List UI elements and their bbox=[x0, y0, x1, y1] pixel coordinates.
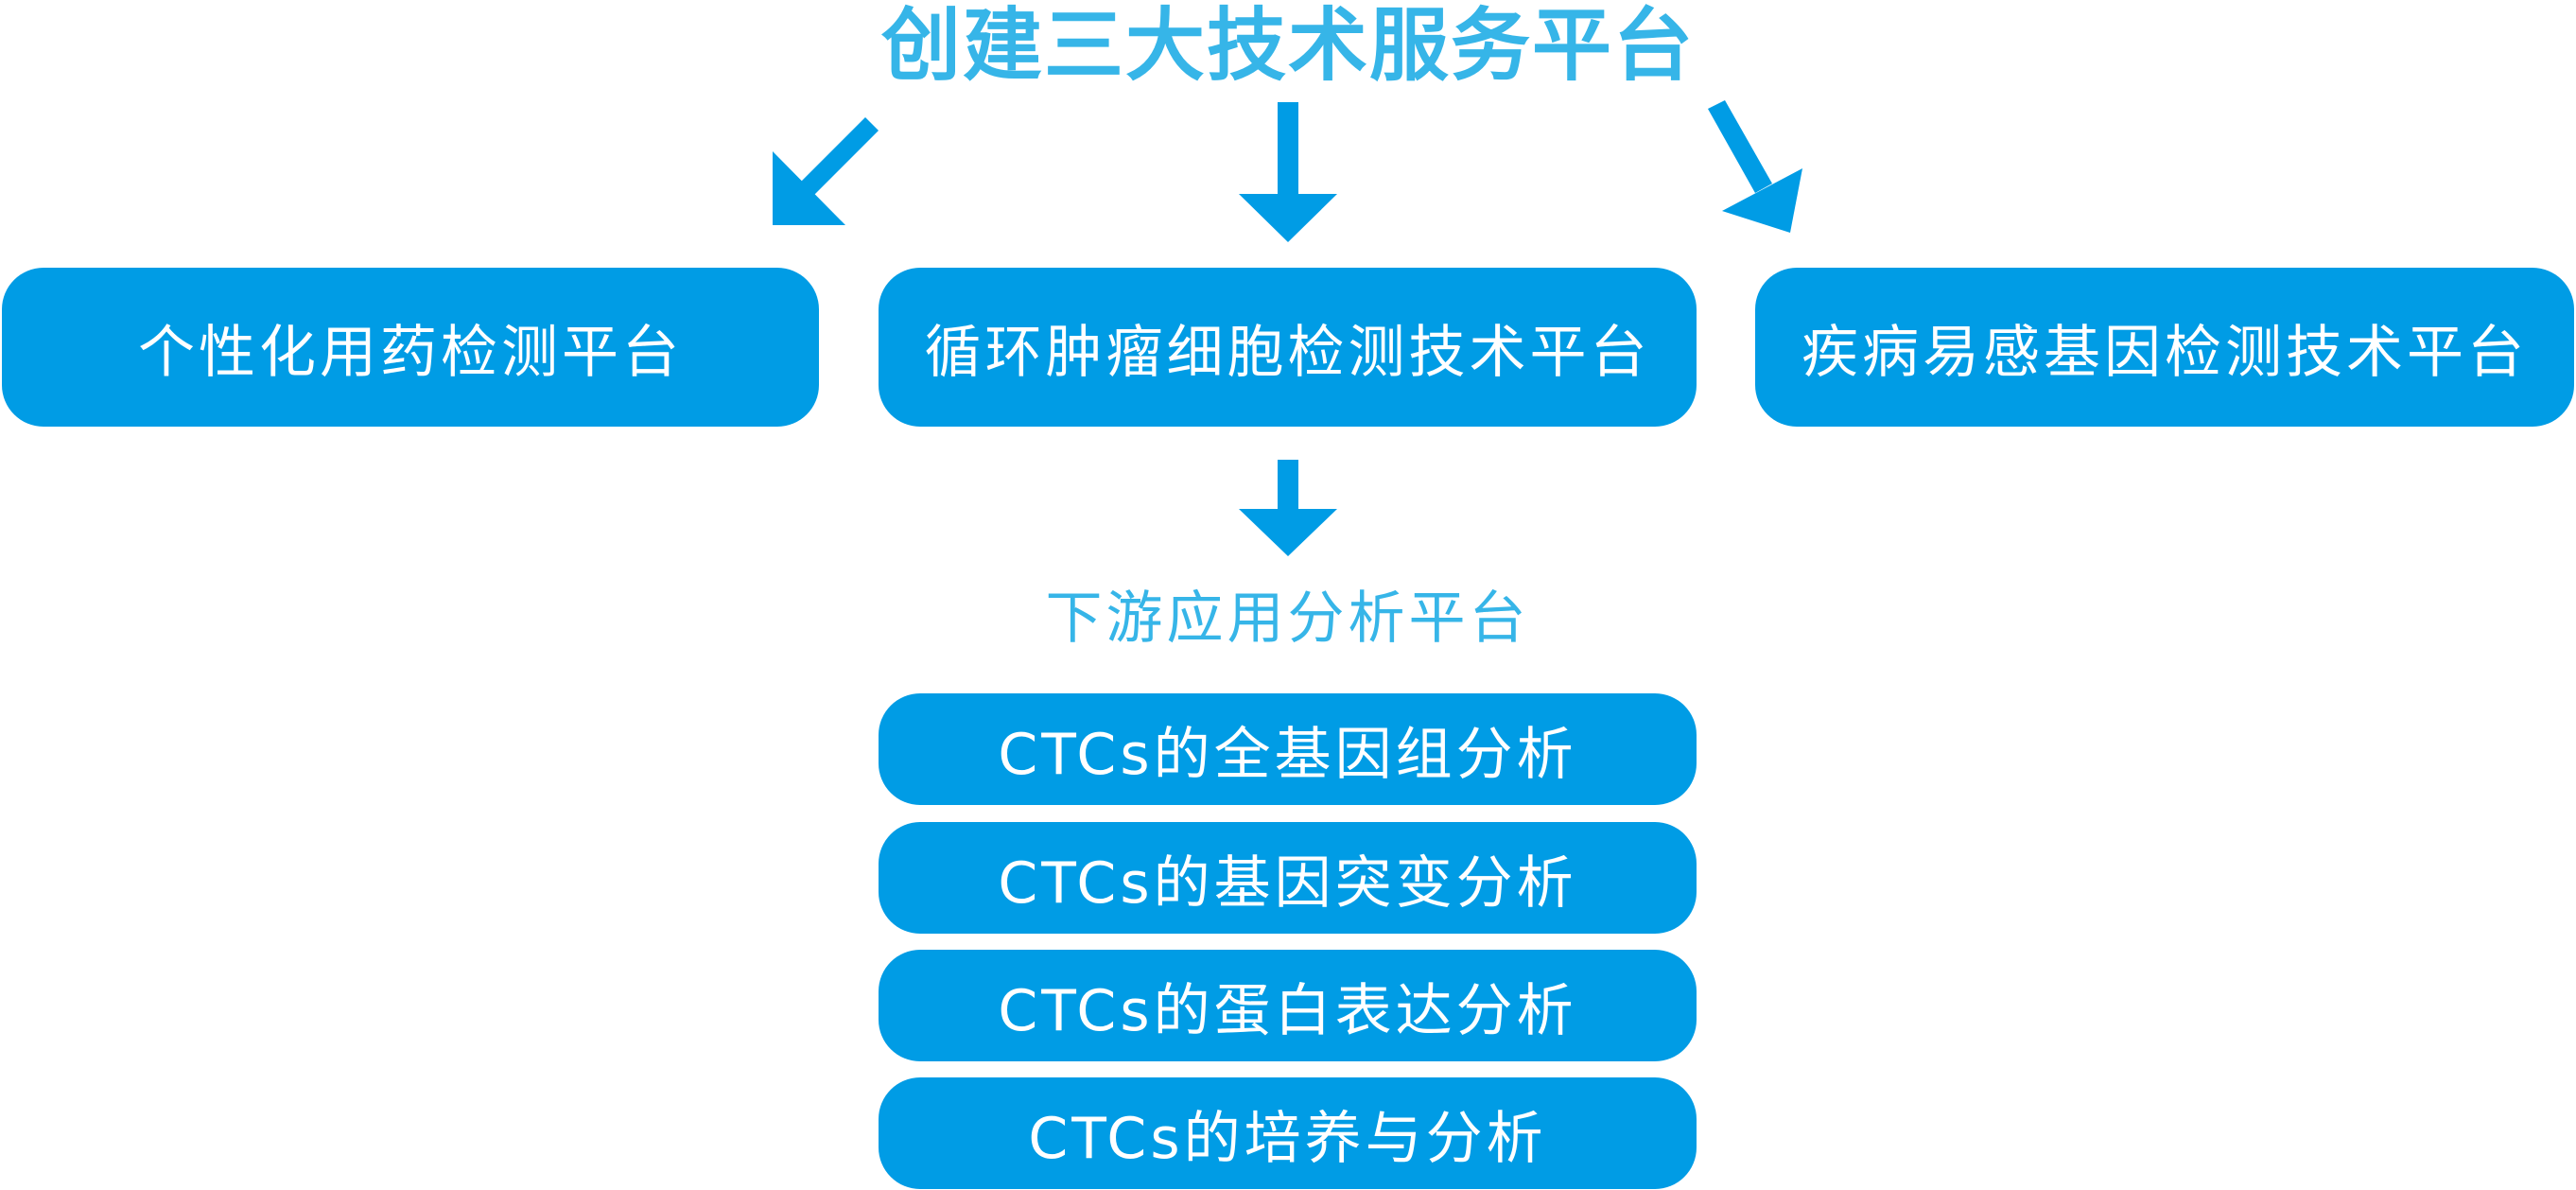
arrow-down-lower-icon bbox=[1239, 460, 1337, 556]
downstream-title: 下游应用分析平台 bbox=[1045, 586, 1530, 652]
analysis-item-genome[interactable]: CTCs的全基因组分析 bbox=[879, 693, 1697, 805]
platform-label: 疾病易感基因检测技术平台 bbox=[1801, 319, 2528, 386]
analysis-item-mutation[interactable]: CTCs的基因突变分析 bbox=[879, 822, 1697, 934]
platform-label: 个性化用药检测平台 bbox=[138, 319, 683, 386]
arrow-down-right-icon bbox=[1708, 100, 1802, 233]
analysis-item-culture[interactable]: CTCs的培养与分析 bbox=[879, 1077, 1697, 1189]
platform-label: 循环肿瘤细胞检测技术平台 bbox=[924, 319, 1651, 386]
arrow-down-left-icon bbox=[773, 117, 879, 225]
platform-disease-susceptibility[interactable]: 疾病易感基因检测技术平台 bbox=[1755, 268, 2574, 427]
analysis-item-label: CTCs的培养与分析 bbox=[1028, 1105, 1547, 1172]
analysis-item-label: CTCs的基因突变分析 bbox=[998, 849, 1577, 917]
analysis-item-label: CTCs的蛋白表达分析 bbox=[998, 977, 1577, 1044]
arrow-down-center-icon bbox=[1239, 102, 1337, 242]
platform-personalized-medication[interactable]: 个性化用药检测平台 bbox=[2, 268, 819, 427]
analysis-item-protein[interactable]: CTCs的蛋白表达分析 bbox=[879, 950, 1697, 1061]
platform-ctc-detection[interactable]: 循环肿瘤细胞检测技术平台 bbox=[879, 268, 1697, 427]
diagram-title: 创建三大技术服务平台 bbox=[880, 0, 1695, 92]
analysis-item-label: CTCs的全基因组分析 bbox=[998, 721, 1577, 788]
